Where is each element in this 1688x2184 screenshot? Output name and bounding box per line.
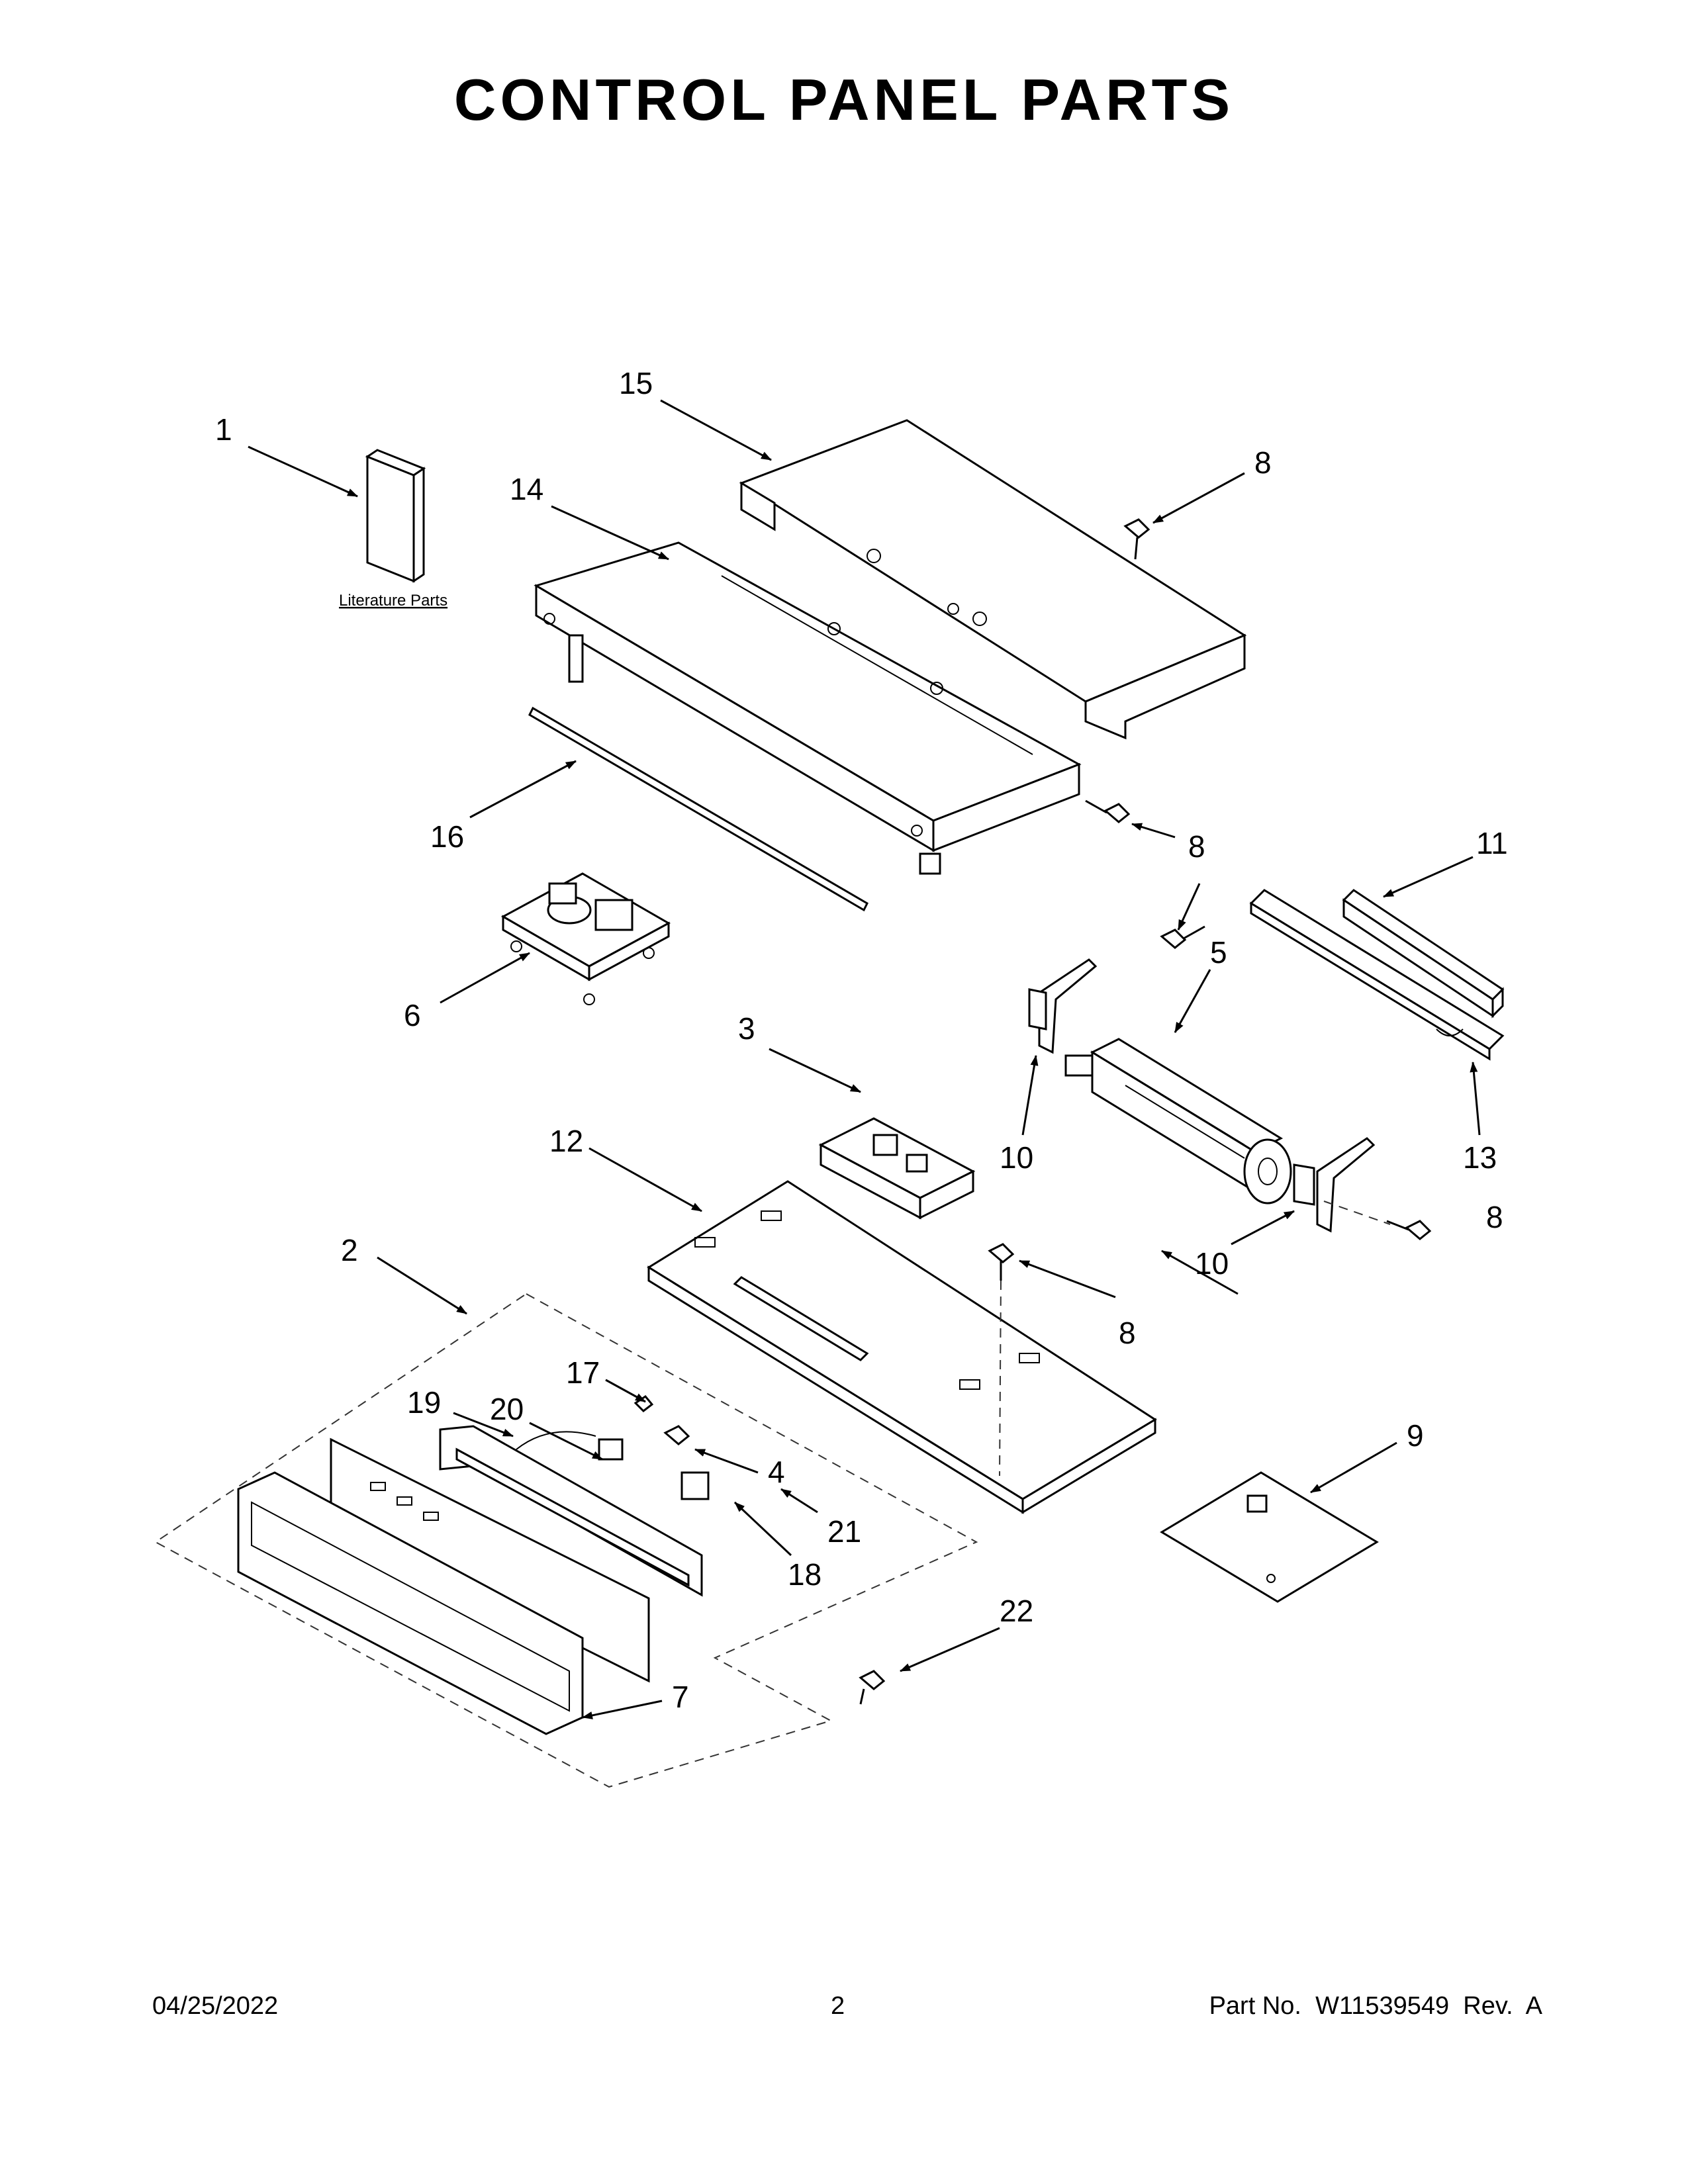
callout-8: 8 xyxy=(1254,445,1272,480)
blower-fan-part xyxy=(1064,1038,1292,1205)
screw-icon xyxy=(663,1425,690,1445)
literature-parts-label: Literature Parts xyxy=(339,592,447,610)
callout-16: 16 xyxy=(430,819,464,854)
power-board-part xyxy=(500,872,671,1005)
user-interface-board-part xyxy=(439,1425,710,1597)
callout-12: 12 xyxy=(549,1124,583,1158)
callout-4: 4 xyxy=(768,1455,785,1489)
callout-19: 19 xyxy=(407,1385,441,1420)
callout-11: 11 xyxy=(1476,826,1508,860)
callout-1: 1 xyxy=(215,412,232,447)
insulation-strip-part xyxy=(1342,889,1505,1019)
callout-3: 3 xyxy=(738,1011,755,1046)
callout-17: 17 xyxy=(566,1355,600,1390)
screw-icons xyxy=(633,518,1432,1705)
screw-icon xyxy=(1160,925,1205,949)
callout-8: 8 xyxy=(1119,1316,1136,1350)
screw-icon xyxy=(988,1243,1015,1281)
footer-page-number: 2 xyxy=(831,1992,845,2020)
guide-line xyxy=(999,1280,1002,1477)
callout-20: 20 xyxy=(490,1392,524,1426)
leader-lines xyxy=(248,399,1481,1719)
screw-icon xyxy=(1123,518,1150,560)
callout-6: 6 xyxy=(404,998,421,1032)
callout-18: 18 xyxy=(788,1557,821,1592)
front-panel-part xyxy=(237,1437,650,1735)
callout-8: 8 xyxy=(1486,1200,1503,1234)
insulation-pad-part xyxy=(1160,1471,1379,1603)
callout-14: 14 xyxy=(510,472,543,506)
control-assembly-boundary xyxy=(154,1293,978,1788)
literature-booklet-part: Literature Parts xyxy=(339,449,447,610)
guide-line xyxy=(1323,1201,1391,1225)
footer-date: 04/25/2022 xyxy=(152,1992,279,2020)
page-title: CONTROL PANEL PARTS xyxy=(453,67,1235,132)
callout-15: 15 xyxy=(619,366,653,400)
control-housing-part xyxy=(534,541,1082,875)
callout-8: 8 xyxy=(1188,829,1205,864)
callout-labels: 1 15 8 14 16 8 11 8 5 6 3 10 13 12 8 10 … xyxy=(215,366,1508,1714)
callout-7: 7 xyxy=(672,1680,689,1714)
callout-13: 13 xyxy=(1463,1140,1497,1175)
callout-21: 21 xyxy=(827,1514,861,1549)
fan-bracket-part-left xyxy=(1028,958,1098,1054)
callout-2: 2 xyxy=(341,1233,358,1267)
footer-part-number: Part No. W11539549 Rev. A xyxy=(1209,1992,1542,2020)
mounting-bracket-part xyxy=(1249,889,1505,1061)
gasket-strip-part xyxy=(528,706,868,912)
top-cover-part xyxy=(739,419,1247,740)
callout-22: 22 xyxy=(1000,1594,1033,1628)
callout-10: 10 xyxy=(1195,1246,1229,1281)
callout-5: 5 xyxy=(1210,935,1227,970)
callout-10: 10 xyxy=(1000,1140,1033,1175)
screw-icon xyxy=(1085,799,1131,823)
fan-bracket-part-right xyxy=(1293,1137,1376,1233)
relay-board-part xyxy=(818,1117,976,1220)
callout-9: 9 xyxy=(1407,1418,1424,1453)
screw-icon xyxy=(859,1670,886,1705)
mounting-plate-part xyxy=(647,1180,1157,1514)
screw-icon xyxy=(1386,1220,1432,1240)
